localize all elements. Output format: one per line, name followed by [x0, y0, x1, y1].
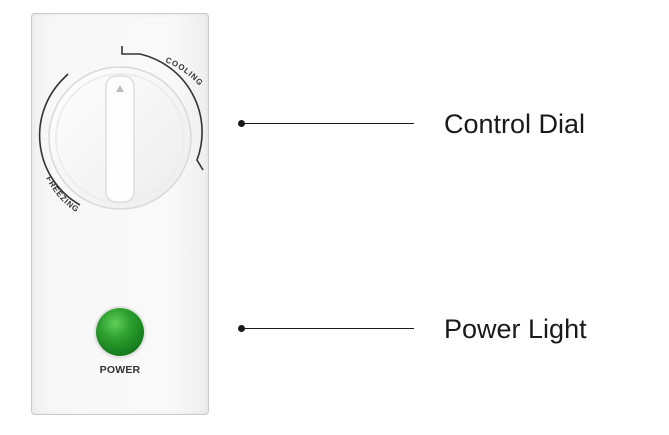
power-light-callout-dot: [238, 325, 245, 332]
control-dial-callout-dot: [238, 120, 245, 127]
power-light-callout-line: [242, 327, 414, 329]
power-light: [96, 308, 144, 356]
dial-pointer-icon: [116, 85, 124, 92]
control-dial-grip: [105, 75, 135, 203]
control-dial-callout-line: [242, 122, 414, 124]
freezing-scale-arc: [38, 73, 81, 206]
power-label: POWER: [99, 364, 141, 376]
cooling-scale-arc: [121, 46, 204, 171]
control-dial-callout-label: Control Dial: [444, 109, 586, 139]
power-light-callout-label: Power Light: [444, 314, 587, 344]
